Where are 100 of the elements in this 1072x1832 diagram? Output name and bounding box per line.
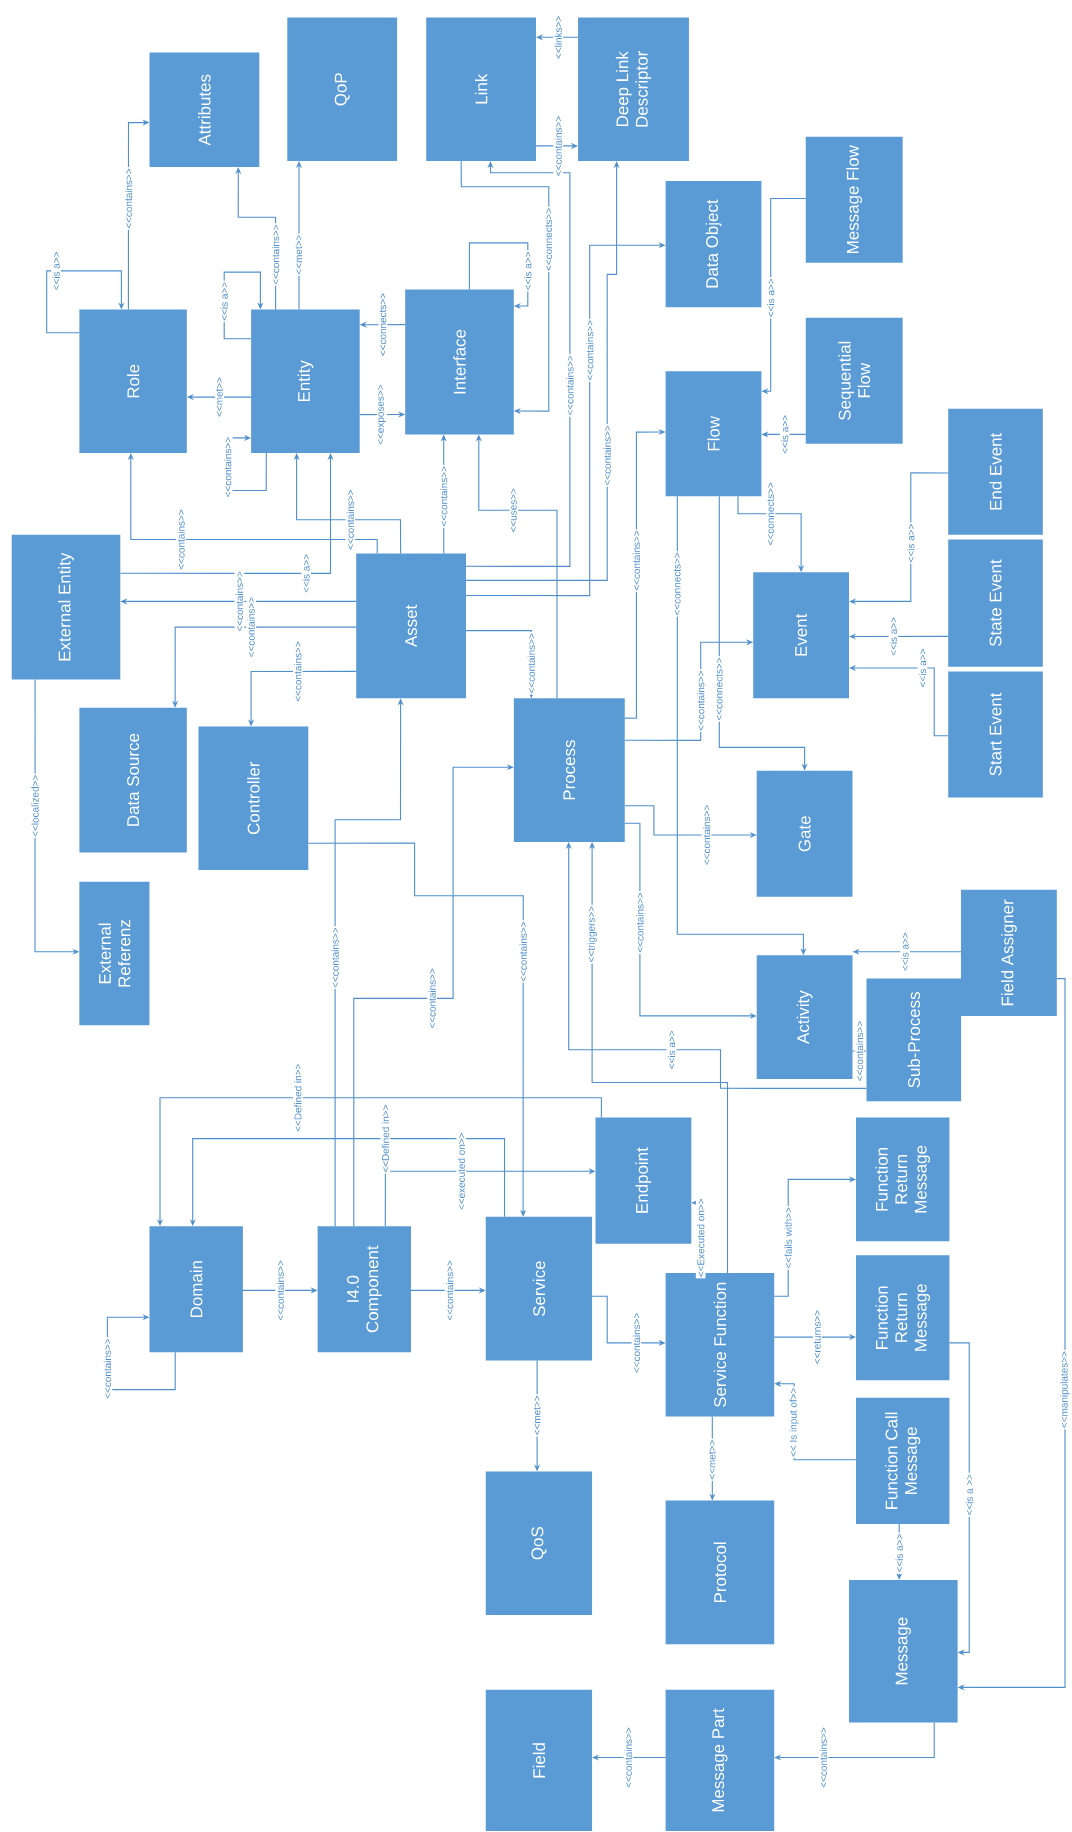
edge-label: <<is a>> — [779, 413, 790, 455]
class-box: Message — [849, 1579, 958, 1723]
arrow — [948, 1342, 970, 1656]
edge-label: <<met>> — [532, 1394, 542, 1437]
class-box: State Event — [948, 539, 1043, 667]
arrow — [535, 142, 578, 149]
edge-label: <<contains>> — [701, 803, 712, 867]
edge-label: <<met>> — [294, 233, 304, 276]
edge-label: <<is a>> — [888, 615, 899, 657]
class-box: Protocol — [665, 1500, 775, 1645]
class-box: Field — [485, 1689, 593, 1832]
edge-label: <<connects>> — [714, 656, 724, 722]
edge-label: <<contains>> — [123, 167, 134, 230]
edge-label: <<is a>> — [905, 522, 916, 564]
class-box: Message Part — [665, 1689, 775, 1832]
edge-label: <<localized>> — [30, 773, 40, 839]
class-box: Event — [753, 572, 849, 699]
edge-label: <<exposes>> — [376, 383, 388, 446]
edge-label: <<contains>> — [102, 1337, 113, 1400]
class-box: Activity — [756, 955, 853, 1079]
edge-label: <<is a>> — [765, 277, 776, 319]
edge-label: <<uses>> — [509, 486, 518, 534]
class-box: Function Return Message — [856, 1117, 950, 1242]
class-box: Controller — [198, 726, 309, 870]
edge-label: <<contains>> — [631, 1311, 642, 1375]
class-box: Domain — [149, 1226, 243, 1353]
edge-label: <<is a>> — [900, 931, 910, 973]
edge-label: <<contains>> — [438, 464, 449, 528]
class-box: Attributes — [149, 52, 260, 167]
class-box: Interface — [405, 289, 514, 435]
edge-label: <<contains>> — [444, 1259, 455, 1322]
class-box: External Referenz — [79, 881, 150, 1026]
arrow — [46, 270, 125, 334]
edge-label: <<contains>> — [602, 424, 613, 487]
edge-label: <<is a>> — [301, 552, 311, 594]
edge-label: <<contains>> — [270, 223, 281, 286]
class-box: QoS — [485, 1471, 593, 1615]
class-box: Field Assigner — [961, 889, 1057, 1016]
edge-label: <<is a >> — [964, 1472, 975, 1517]
class-box: Link — [426, 17, 536, 162]
edge-label: <<is a>> — [51, 250, 61, 292]
edge-label: <<contains>> — [518, 920, 529, 984]
edge-label: <<fails with>> — [783, 1205, 794, 1270]
class-box: Role — [79, 309, 187, 454]
edge-label: <<is a>> — [219, 280, 230, 322]
edge-label: <<contains>> — [553, 114, 564, 178]
class-box: Deep Link Descriptor — [578, 17, 689, 162]
edge-label: <<is a>> — [917, 647, 928, 689]
edge-label: <<contains>> — [345, 488, 356, 552]
edge-label: <<Defined in>> — [380, 1103, 391, 1174]
edge-label: <<connects>> — [672, 551, 682, 617]
class-box: QoP — [287, 17, 398, 162]
class-box: Function Call Message — [856, 1397, 950, 1524]
edge-label: <<contains>> — [623, 1726, 634, 1789]
edge-label: <<contains>> — [526, 631, 537, 695]
edge-label: <<manipulates>> — [1059, 1349, 1071, 1430]
class-box: Message Flow — [805, 136, 903, 263]
edge-label: <<contains>> — [222, 435, 233, 499]
edge-label: <<is a>> — [522, 250, 533, 292]
edge-label: <<contains>> — [292, 640, 303, 703]
class-box: Entity — [251, 309, 360, 454]
edge-label: <<contains>> — [854, 1019, 865, 1083]
edge-label: <<contains>> — [275, 1259, 286, 1322]
edge-label: <<contains>> — [330, 926, 340, 989]
edge-label: <<contains>> — [427, 967, 437, 1030]
arrow — [465, 161, 571, 567]
edge-label: <<contains>> — [246, 595, 256, 659]
class-box: Data Source — [79, 707, 187, 853]
edge-label: <<contains>> — [565, 354, 575, 417]
edge-label: <<met>> — [707, 1438, 717, 1481]
class-box: External Entity — [11, 534, 121, 680]
class-box: Gate — [756, 770, 853, 897]
class-box: Service — [485, 1216, 593, 1361]
class-box: Start Event — [948, 671, 1043, 798]
class-box: End Event — [948, 408, 1043, 535]
class-box: I4.0 Component — [317, 1226, 411, 1353]
class-box: Flow — [665, 371, 762, 497]
edge-label: <<connects>> — [378, 291, 388, 358]
edge-label: <<connects>> — [544, 206, 554, 273]
edge-label: <<is a>> — [894, 1532, 905, 1574]
class-box: Sequential Flow — [805, 317, 903, 444]
edge-label: <<is a>> — [666, 1029, 677, 1071]
edge-label: <<contains>> — [584, 318, 595, 382]
class-box: Data Object — [665, 181, 762, 308]
edge-label: <<Defined in>> — [292, 1062, 303, 1133]
edge-label: <<connects>> — [766, 481, 776, 547]
class-box: Sub-Process — [866, 978, 962, 1102]
edge-label: <<Executed on>> — [695, 1197, 706, 1279]
edge-label: << Is input of>> — [788, 1386, 800, 1459]
edge-label: <<returns>> — [812, 1308, 822, 1366]
arrow — [293, 453, 402, 555]
edge-label: <<contains>> — [818, 1726, 829, 1789]
edge-label: <<links>> — [553, 14, 564, 61]
class-box: Endpoint — [595, 1117, 692, 1244]
edge-label: <<contains>> — [695, 669, 706, 733]
edge-label: <<triggers>> — [586, 904, 598, 964]
class-box: Function Return Message — [856, 1255, 950, 1381]
edge-label: <<contains>> — [631, 529, 642, 592]
edge-label: <<contains>> — [176, 508, 186, 571]
edge-label: <<executed on>> — [456, 1131, 467, 1212]
